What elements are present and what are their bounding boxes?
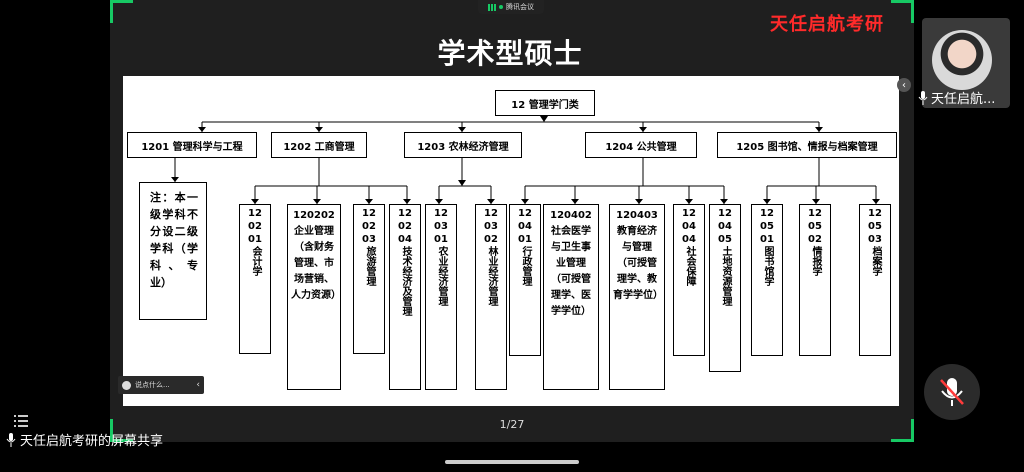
subject-code: 120403 (616, 210, 658, 221)
subject-name: 技术经济及管理 (400, 246, 411, 316)
subject-name: 情报学 (810, 246, 821, 276)
share-corner-bl (110, 419, 133, 442)
share-corner-tl (110, 0, 133, 23)
participant-name-label: 天任启航... (918, 88, 995, 107)
category-1202: 1202 工商管理 (271, 132, 367, 158)
subject-name: 企业管理（含财务管理、市场营销、人力资源） (291, 226, 341, 301)
chat-placeholder[interactable]: 说点什么... (135, 381, 170, 389)
chat-input-bar[interactable]: 说点什么... ‹ (118, 376, 204, 394)
category-1203: 1203 农林经济管理 (404, 132, 522, 158)
slide-title: 学术型硕士 (437, 37, 583, 70)
subject-box: 120302 林业经济管理 (475, 204, 507, 390)
page-indicator: 1/27 (499, 418, 525, 431)
note-box: 注：本一级学科不分设二级学科（学科、专业） (139, 182, 207, 320)
subject-code: 120203 (362, 208, 376, 245)
subject-name: 会计学 (250, 246, 261, 276)
subject-name: 农业经济管理 (436, 246, 447, 306)
share-corner-tr (891, 0, 914, 23)
subject-name: 社会保障 (684, 246, 695, 286)
subject-box: 120401 行政管理 (509, 204, 541, 356)
subject-code: 120502 (808, 208, 822, 245)
meeting-label: 腾讯会议 (506, 3, 534, 11)
subject-box: 120502 情报学 (799, 204, 831, 356)
collapse-panel-button[interactable]: ‹ (897, 78, 911, 92)
subject-box: 120402 社会医学与卫生事业管理（可授管理学、医学学位） (543, 204, 599, 390)
share-corner-br (891, 419, 914, 442)
subject-name: 林业经济管理 (486, 246, 497, 306)
subject-box: 120403 教育经济与管理（可授管理学、教育学学位） (609, 204, 665, 390)
subject-code: 120301 (434, 208, 448, 245)
subject-box: 120301 农业经济管理 (425, 204, 457, 390)
category-1201: 1201 管理科学与工程 (127, 132, 257, 158)
subject-name: 档案学 (870, 246, 881, 276)
subject-code: 120404 (682, 208, 696, 245)
subject-code: 120201 (248, 208, 262, 245)
home-indicator[interactable] (445, 460, 579, 464)
subject-code: 120401 (518, 208, 532, 245)
subject-name: 图书馆学 (762, 246, 773, 286)
subject-name: 土地资源管理 (720, 246, 731, 306)
microphone-icon (6, 432, 16, 447)
microphone-icon (918, 90, 928, 105)
subject-box: 120202 企业管理（含财务管理、市场营销、人力资源） (287, 204, 341, 390)
subject-code: 120503 (868, 208, 882, 245)
chat-emoji-icon[interactable] (122, 380, 131, 390)
chevron-left-icon[interactable]: ‹ (196, 380, 200, 390)
subject-box: 120405 土地资源管理 (709, 204, 741, 372)
subject-code: 120302 (484, 208, 498, 245)
subject-box: 120501 图书馆学 (751, 204, 783, 356)
screen-share-label: 天任启航考研的屏幕共享 (6, 430, 163, 449)
subject-box: 120204 技术经济及管理 (389, 204, 421, 390)
subject-box: 120503 档案学 (859, 204, 891, 356)
microphone-muted-icon (940, 378, 964, 406)
subject-name: 旅游管理 (364, 246, 375, 286)
subject-code: 120501 (760, 208, 774, 245)
meeting-topbar[interactable]: 腾讯会议 (478, 0, 544, 14)
participant-video-tile[interactable] (922, 18, 1010, 108)
participant-name: 天任启航... (931, 92, 996, 107)
subject-name: 社会医学与卫生事业管理（可授管理学、医学学位） (551, 226, 591, 317)
subject-box: 120201 会计学 (239, 204, 271, 354)
slide-canvas: 12 管理学门类 1201 管理科学与工程 1202 工商管理 1203 农林经… (123, 76, 899, 406)
subject-code: 120405 (718, 208, 732, 245)
subject-code: 120202 (293, 210, 335, 221)
avatar (932, 30, 992, 90)
subject-code: 120402 (550, 210, 592, 221)
category-1205: 1205 图书馆、情报与档案管理 (717, 132, 897, 158)
subject-code: 120204 (398, 208, 412, 245)
brand-watermark: 天任启航考研 (770, 14, 884, 35)
list-icon[interactable] (14, 412, 28, 427)
org-chart-connectors (171, 116, 880, 204)
mute-toggle-button[interactable] (924, 364, 980, 420)
category-1204: 1204 公共管理 (585, 132, 697, 158)
subject-name: 行政管理 (520, 246, 531, 286)
subject-box: 120203 旅游管理 (353, 204, 385, 354)
root-box: 12 管理学门类 (495, 90, 595, 116)
subject-box: 120404 社会保障 (673, 204, 705, 356)
status-dot-icon (499, 5, 503, 9)
share-label-text: 天任启航考研的屏幕共享 (20, 434, 164, 449)
signal-icon (488, 3, 496, 11)
subject-name: 教育经济与管理（可授管理学、教育学学位） (613, 226, 663, 301)
